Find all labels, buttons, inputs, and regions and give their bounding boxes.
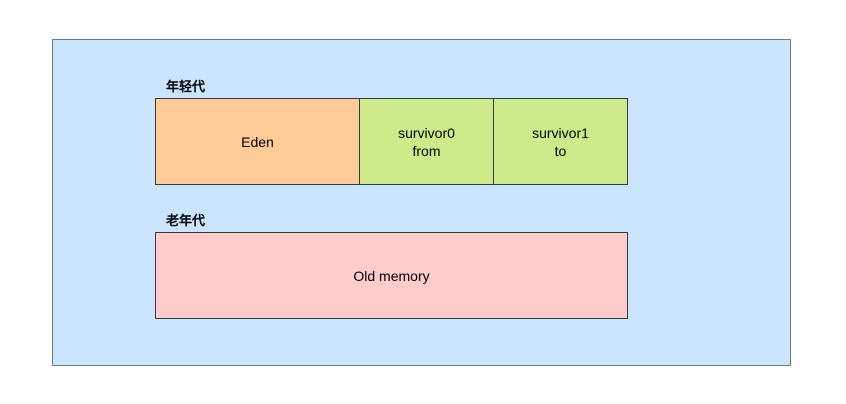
old-generation-title: 老年代 xyxy=(166,214,206,229)
survivor1-label: survivor1 xyxy=(532,124,589,141)
eden-label: Eden xyxy=(241,133,274,150)
survivor0-box: survivor0 from xyxy=(359,98,494,185)
old-memory-label: Old memory xyxy=(353,267,430,284)
survivor1-sublabel: to xyxy=(554,142,567,159)
survivor1-box: survivor1 to xyxy=(493,98,628,185)
young-generation-title: 年轻代 xyxy=(166,80,206,95)
eden-box: Eden xyxy=(155,98,360,185)
survivor0-label: survivor0 xyxy=(398,124,455,141)
old-memory-box: Old memory xyxy=(155,232,628,319)
survivor0-sublabel: from xyxy=(412,142,441,159)
